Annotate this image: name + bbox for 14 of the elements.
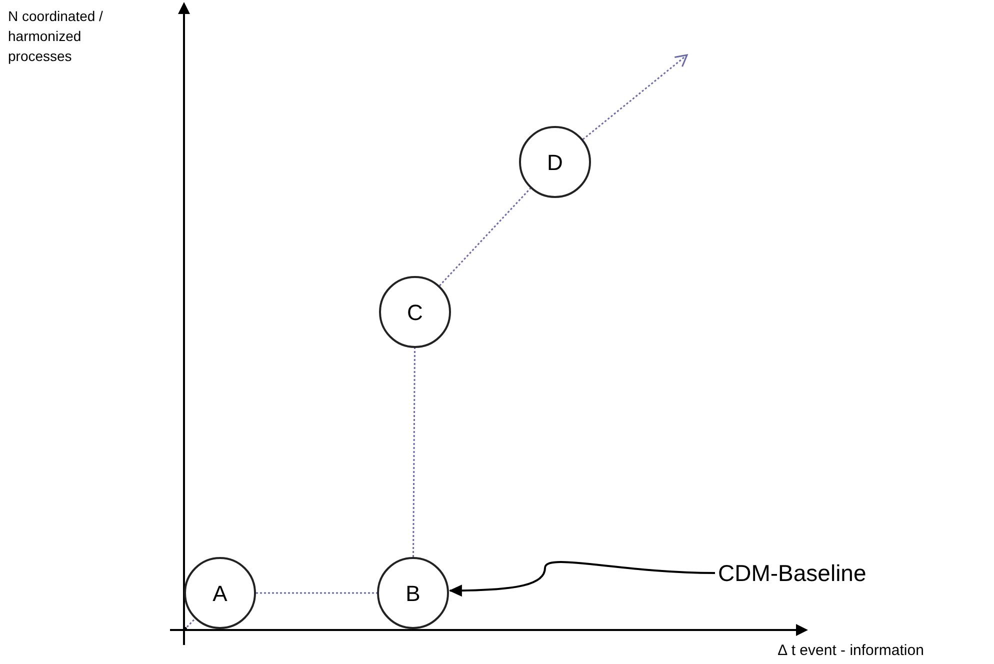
stage-letter: A bbox=[212, 580, 228, 608]
dotted-line bbox=[186, 618, 196, 628]
curved-arrow bbox=[448, 561, 716, 597]
dotted-line bbox=[439, 188, 531, 286]
stage-letter: B bbox=[406, 580, 420, 608]
stage-letter: C bbox=[407, 298, 423, 326]
dotted-line bbox=[412, 348, 416, 557]
stage-letter: D bbox=[547, 148, 563, 176]
axis-title: N coordinated / harmonized processes bbox=[8, 7, 104, 66]
axis-title: ∆ t event - information bbox=[778, 641, 924, 661]
callout-text: CDM-Baseline bbox=[718, 562, 866, 584]
dotted-line bbox=[256, 592, 377, 594]
origin-point bbox=[183, 627, 187, 631]
arrow bbox=[582, 54, 688, 140]
